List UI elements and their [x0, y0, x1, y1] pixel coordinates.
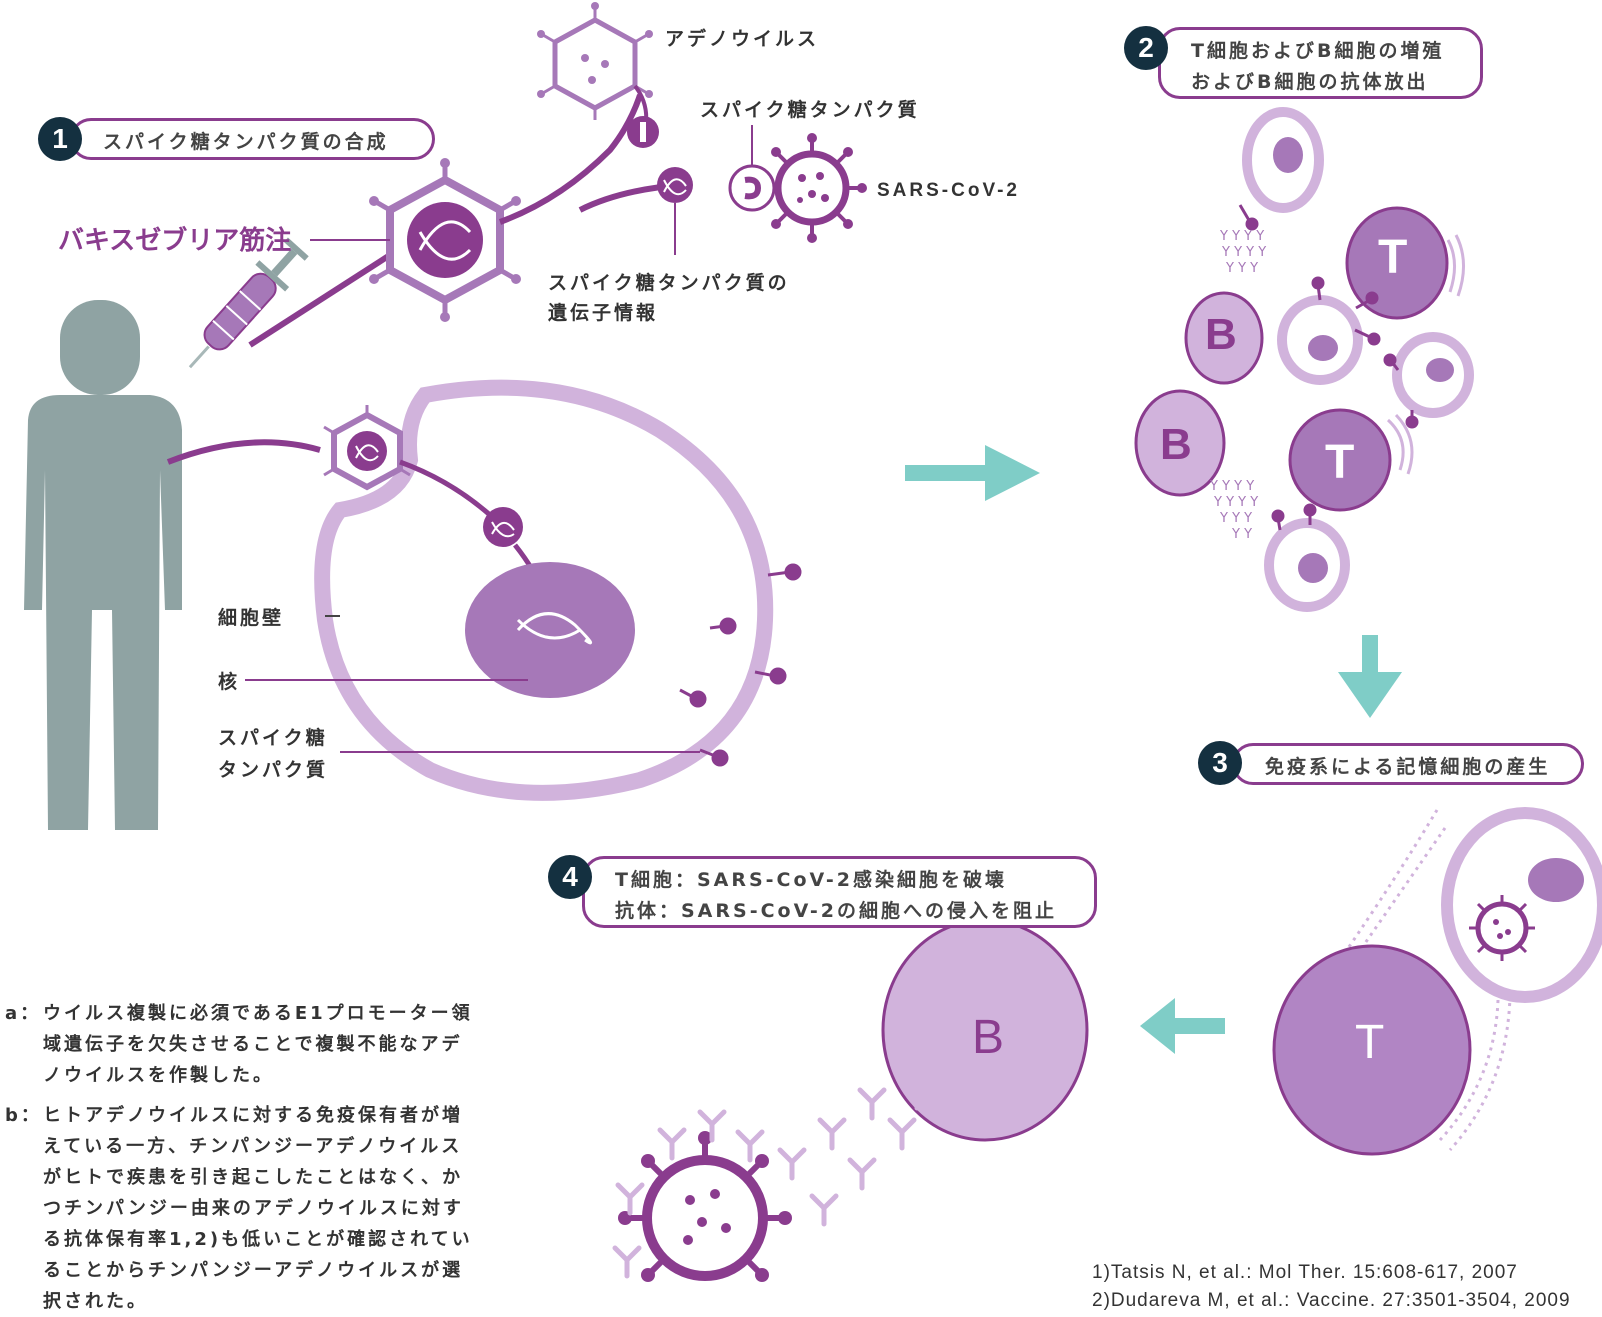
step-1-badge: 1: [38, 117, 82, 161]
svg-text:Y Y Y Y: Y Y Y Y: [1219, 229, 1264, 244]
svg-text:Y Y Y: Y Y Y: [1225, 261, 1258, 276]
step-4-label: T細胞：SARS-CoV-2感染細胞を破壊抗体：SARS-CoV-2の細胞への侵…: [582, 856, 1097, 928]
spike-gene-icon: [657, 167, 693, 203]
svg-text:Y Y Y Y: Y Y Y Y: [1221, 245, 1266, 260]
svg-text:Y Y: Y Y: [1231, 527, 1252, 542]
cell-wall-label: 細胞壁: [218, 607, 285, 629]
t-cell-label-1: T: [1378, 231, 1408, 284]
spike-protein-icon: [728, 164, 776, 212]
cell-spike-proteins: [679, 563, 802, 767]
vaccine-adenovirus-icon: [369, 158, 521, 322]
step-1-label: スパイク糖タンパク質の合成: [70, 118, 435, 160]
sars-cov-2-label: SARS-CoV-2: [877, 180, 1020, 201]
entering-adenovirus-icon: [323, 405, 411, 491]
step-3-badge: 3: [1198, 741, 1242, 785]
injection-path: [248, 252, 392, 348]
svg-text:Y Y Y Y: Y Y Y Y: [1209, 479, 1254, 494]
arrow-left: [1140, 998, 1225, 1054]
person-silhouette: [24, 300, 182, 830]
step-2-label: T細胞およびB細胞の増殖およびB細胞の抗体放出: [1158, 27, 1483, 99]
step-3-label: 免疫系による記憶細胞の産生: [1232, 743, 1584, 785]
sars-cov-2-virus-icon: [771, 133, 867, 243]
nucleus: [465, 562, 635, 698]
spike-protein-bottom-label-line2: タンパク質: [218, 759, 329, 781]
gene-info-label-line1: スパイク糖タンパク質の: [548, 272, 790, 294]
released-dna-capsule-icon: [483, 507, 523, 547]
step-4-badge: 4: [548, 855, 592, 899]
nucleus-label: 核: [218, 671, 241, 693]
svg-text:Y Y Y: Y Y Y: [1219, 511, 1252, 526]
spike-protein-top-label: スパイク糖タンパク質: [700, 99, 920, 121]
cell-wall: [314, 379, 774, 801]
spike-protein-bottom-label-line1: スパイク糖: [218, 727, 328, 749]
svg-text:Y Y Y Y: Y Y Y Y: [1213, 495, 1258, 510]
dna-icon: [516, 612, 593, 645]
b-cell-label-1: B: [1205, 310, 1237, 359]
immune-cell-cluster: Y Y Y YY Y Y YY Y Y Y Y Y YY Y Y YY Y YY…: [1134, 107, 1474, 612]
drug-name-label: バキスゼブリア筋注: [58, 226, 292, 256]
reference-1: 1)Tatsis N, et al.: Mol Ther. 15:608-617…: [1092, 1262, 1518, 1283]
antibody-neutralization: [612, 918, 1089, 1282]
t-cell-label-2: T: [1325, 436, 1355, 489]
arrow-right: [905, 445, 1040, 501]
reference-2: 2)Dudareva M, et al.: Vaccine. 27:3501-3…: [1092, 1290, 1571, 1311]
syringe-icon: [188, 237, 309, 369]
adenovirus-label: アデノウイルス: [665, 28, 820, 50]
memory-cells: [1272, 807, 1602, 1156]
b-cell-label-3: B: [972, 1011, 1005, 1064]
step-2-badge: 2: [1124, 26, 1168, 70]
gene-info-label-line2: 遺伝子情報: [548, 302, 659, 324]
t-cell-label-3: T: [1355, 1016, 1385, 1069]
arrow-down: [1338, 635, 1402, 718]
b-cell-label-2: B: [1160, 420, 1192, 469]
